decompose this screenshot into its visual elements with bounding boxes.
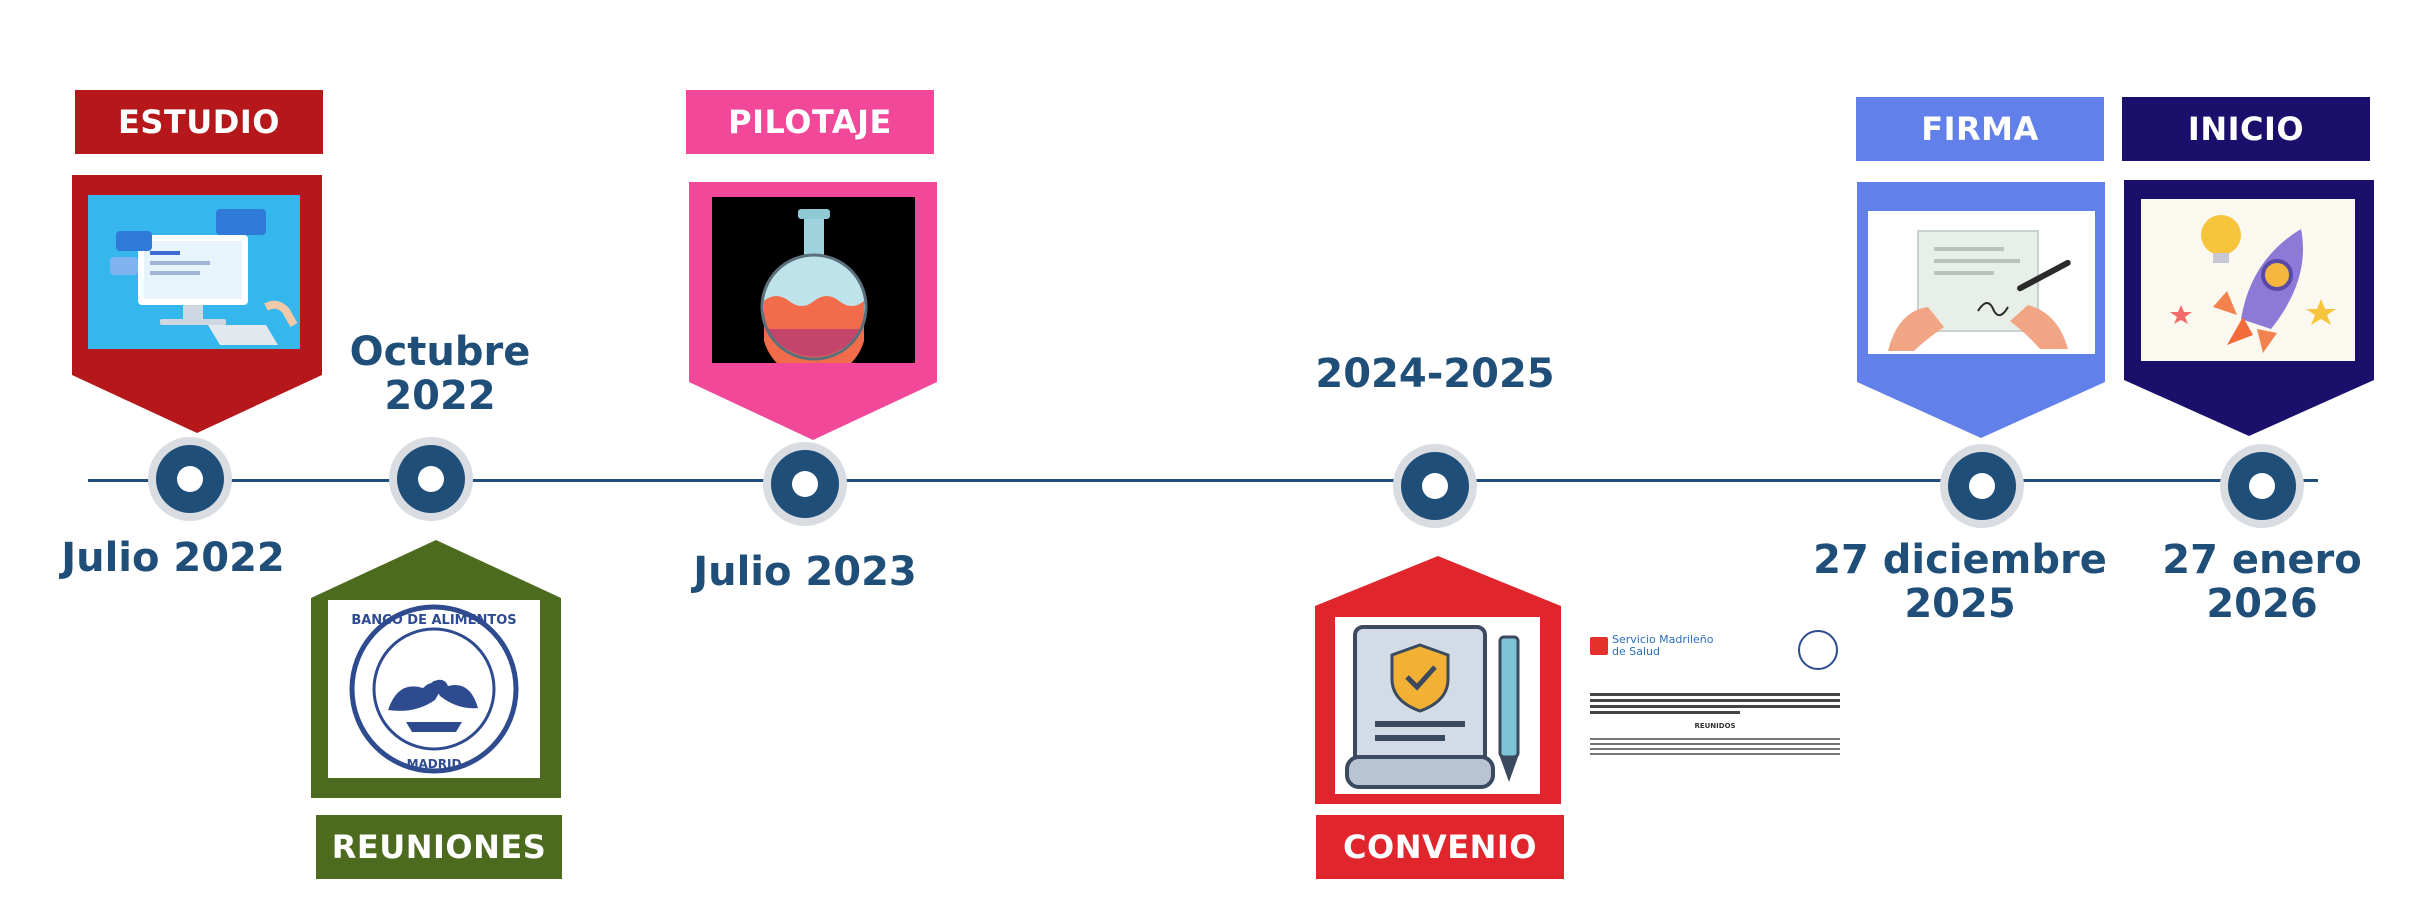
date-octubre-line1: Octubre: [349, 329, 531, 375]
date-julio-2022: Julio 2022: [61, 535, 285, 581]
document-body: REUNIDOS: [1590, 690, 1840, 758]
certificate-icon: [1335, 617, 1540, 794]
brand-line2: de Salud: [1612, 644, 1660, 658]
estudio-label-text: ESTUDIO: [118, 103, 280, 141]
node-2024-2025: [1393, 444, 1477, 528]
rocket-icon: [2141, 199, 2355, 361]
agreement-document: Servicio Madrileño de Salud REUNIDOS: [1586, 624, 1848, 796]
date-diciembre-line1: 27 diciembre: [1813, 537, 2107, 583]
brand-line1: Servicio Madrileño: [1612, 633, 1714, 646]
doc-line: [1590, 738, 1840, 740]
banco-alimentos-logo: BANCO DE ALIMENTOS MADRID: [328, 600, 540, 778]
banco-seal-icon: [1798, 630, 1838, 670]
reuniones-label: REUNIONES: [316, 815, 562, 879]
firma-label: FIRMA: [1856, 97, 2104, 161]
node-hole: [177, 466, 203, 492]
computer-icon: [88, 195, 300, 349]
doc-line: [1590, 748, 1840, 750]
date-enero-line1: 27 enero: [2162, 537, 2362, 583]
document-section: REUNIDOS: [1694, 722, 1736, 730]
node-hole: [1969, 473, 1995, 499]
document-header: Servicio Madrileño de Salud: [1590, 634, 1714, 657]
brand-block: Servicio Madrileño de Salud: [1612, 634, 1714, 657]
reuniones-label-text: REUNIONES: [331, 828, 547, 866]
node-julio-2023: [763, 442, 847, 526]
date-octubre-line2: 2022: [384, 373, 496, 419]
flask-icon: [712, 197, 915, 363]
date-27-diciembre-2025: 27 diciembre 2025: [1790, 538, 2130, 626]
date-27-enero-2026: 27 enero 2026: [2140, 538, 2384, 626]
node-27-enero-2026: [2220, 444, 2304, 528]
doc-line: [1590, 743, 1840, 745]
logo-text-bottom: MADRID: [407, 757, 462, 771]
convenio-label-text: CONVENIO: [1343, 828, 1537, 866]
node-hole: [2249, 473, 2275, 499]
madrid-flag-icon: [1590, 636, 1608, 655]
node-hole: [1422, 473, 1448, 499]
convenio-label: CONVENIO: [1316, 815, 1564, 879]
inicio-label-text: INICIO: [2187, 110, 2305, 148]
date-julio-2023: Julio 2023: [693, 549, 917, 595]
signing-icon: [1868, 211, 2095, 354]
doc-line: [1590, 693, 1840, 696]
doc-line: [1590, 699, 1840, 702]
logo-text-top: BANCO DE ALIMENTOS: [351, 613, 516, 628]
timeline-line: [88, 479, 2318, 482]
node-octubre-2022: [389, 437, 473, 521]
pilotaje-label: PILOTAJE: [686, 90, 934, 154]
node-hole: [418, 466, 444, 492]
node-ring: [1948, 452, 2016, 520]
node-hole: [792, 471, 818, 497]
node-ring: [2228, 452, 2296, 520]
inicio-label: INICIO: [2122, 97, 2370, 161]
node-ring: [1401, 452, 1469, 520]
doc-line: [1590, 705, 1840, 708]
pilotaje-label-text: PILOTAJE: [728, 103, 892, 141]
doc-line: [1590, 753, 1840, 755]
node-ring: [771, 450, 839, 518]
node-27-diciembre-2025: [1940, 444, 2024, 528]
estudio-label: ESTUDIO: [75, 90, 323, 154]
firma-label-text: FIRMA: [1921, 110, 2039, 148]
date-2024-2025: 2024-2025: [1315, 351, 1555, 397]
node-julio-2022: [148, 437, 232, 521]
date-enero-line2: 2026: [2206, 581, 2318, 627]
node-ring: [397, 445, 465, 513]
date-diciembre-line2: 2025: [1904, 581, 2016, 627]
date-octubre-2022: Octubre 2022: [325, 330, 555, 418]
node-ring: [156, 445, 224, 513]
doc-line: [1590, 711, 1740, 714]
